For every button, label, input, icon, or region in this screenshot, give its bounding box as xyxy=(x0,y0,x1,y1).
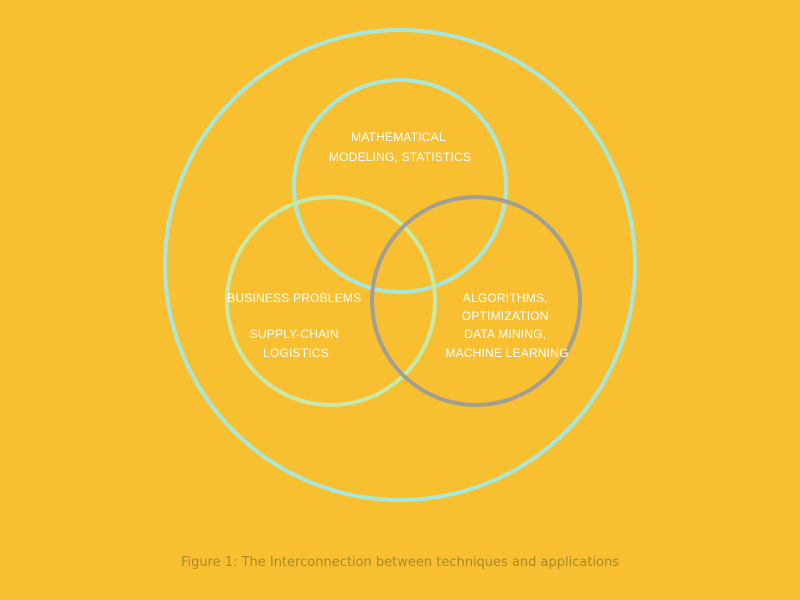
math-label-line: MATHEMATICAL xyxy=(351,130,446,144)
math-label: MATHEMATICAL MODELING, STATISTICS xyxy=(329,130,471,164)
outer-circle xyxy=(163,28,637,502)
math-circle xyxy=(292,78,508,294)
business-label-line: BUSINESS PROBLEMS xyxy=(227,291,361,305)
algo-label-line: MACHINE LEARNING xyxy=(445,346,568,360)
business-label-line: LOGISTICS xyxy=(263,346,329,360)
algo-label-line: ALGORITHMS, xyxy=(463,291,548,305)
algo-label: ALGORITHMS, OPTIMIZATION DATA MINING, MA… xyxy=(445,291,568,360)
figure-caption: Figure 1: The Interconnection between te… xyxy=(180,555,620,570)
business-circle xyxy=(225,195,437,407)
math-label-line: MODELING, STATISTICS xyxy=(329,150,471,164)
business-label-line: SUPPLY-CHAIN xyxy=(250,327,339,341)
algo-circle xyxy=(370,195,582,407)
algo-label-line: DATA MINING, xyxy=(464,327,546,341)
business-label: BUSINESS PROBLEMS SUPPLY-CHAIN LOGISTICS xyxy=(227,291,365,360)
algo-label-line: OPTIMIZATION xyxy=(462,309,549,323)
